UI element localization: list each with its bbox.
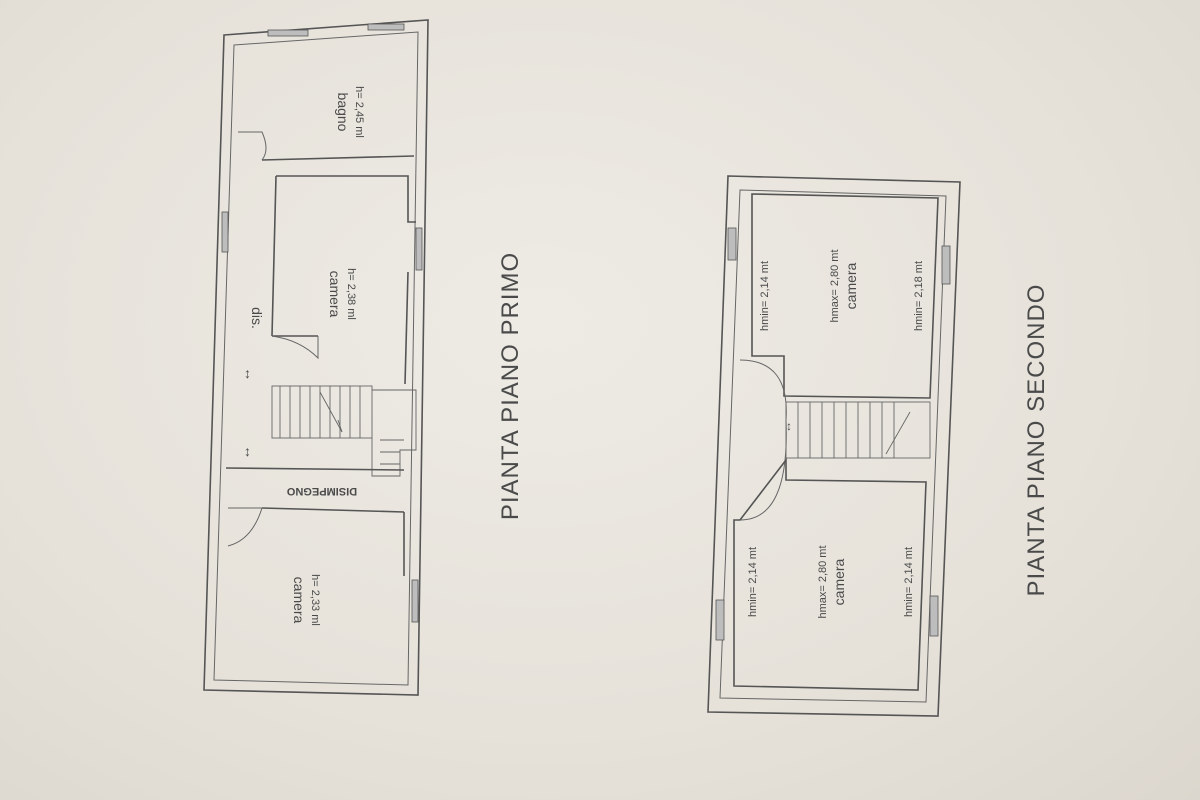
title-piano-secondo: PIANTA PIANO SECONDO xyxy=(1023,284,1050,597)
svg-text:hmin= 2,14 mt: hmin= 2,14 mt xyxy=(903,547,915,617)
svg-text:bagno: bagno xyxy=(335,93,351,132)
door-bagno xyxy=(238,131,267,161)
svg-text:hmin= 2,18 mt: hmin= 2,18 mt xyxy=(913,261,925,331)
door-disimpegno xyxy=(227,507,263,547)
outer-wall-secondo xyxy=(707,175,961,717)
wall-camera-a-right xyxy=(404,271,409,385)
label-hmin-a-right: hmin= 2,18 mt xyxy=(913,261,925,331)
window-secondo-right-2 xyxy=(929,595,939,637)
svg-text:camera: camera xyxy=(831,558,847,605)
staircase-secondo xyxy=(785,401,931,459)
svg-text:dis.: dis. xyxy=(249,307,265,329)
label-camera-a-primo: camera h= 2,38 ml xyxy=(327,268,357,320)
label-hmin-a-left: hmin= 2,14 mt xyxy=(759,261,771,331)
wall-disimpegno-top xyxy=(225,467,405,471)
svg-text:h= 2,33 ml: h= 2,33 ml xyxy=(309,574,321,626)
staircase-primo xyxy=(271,385,417,477)
svg-text:hmin= 2,14 mt: hmin= 2,14 mt xyxy=(747,547,759,617)
svg-text:hmin= 2,14 mt: hmin= 2,14 mt xyxy=(759,261,771,331)
arrow-secondo: ↕ xyxy=(786,419,792,433)
window-secondo-right-1 xyxy=(941,245,951,285)
wall-camera-a-secondo xyxy=(751,193,939,399)
label-camera-b-secondo: hmax= 2,80 mt camera xyxy=(817,545,847,618)
label-disimpegno: DISIMPEGNO xyxy=(286,485,357,497)
plan-piano-secondo: ↕ hmax= 2,80 mt camera hmin= 2,14 mt hmi… xyxy=(707,175,961,717)
wall-camera-a-left xyxy=(271,175,277,337)
outer-wall-primo xyxy=(203,19,429,696)
window-secondo-left-1 xyxy=(727,227,737,261)
inner-wall-primo xyxy=(213,31,419,686)
svg-text:hmax= 2,80 mt: hmax= 2,80 mt xyxy=(829,249,841,322)
svg-text:h= 2,38 ml: h= 2,38 ml xyxy=(345,268,357,320)
wall-disimpegno-bottom xyxy=(261,507,405,513)
plan-piano-primo: ↕ ↕ bagno h= 2,45 ml camera h= 2,38 ml d… xyxy=(203,19,429,696)
window-dis xyxy=(221,211,229,253)
svg-text:h= 2,45 ml: h= 2,45 ml xyxy=(353,86,365,138)
arrow-up-1: ↕ xyxy=(244,365,251,381)
label-bagno: bagno h= 2,45 ml xyxy=(335,86,365,138)
svg-text:camera: camera xyxy=(291,577,307,624)
svg-text:DISIMPEGNO: DISIMPEGNO xyxy=(286,485,357,497)
label-hmin-b-right: hmin= 2,14 mt xyxy=(903,547,915,617)
door-camera-a xyxy=(271,335,319,360)
window-top-right xyxy=(367,23,405,31)
title-piano-primo: PIANTA PIANO PRIMO xyxy=(497,252,524,520)
wall-bagno xyxy=(261,155,415,161)
window-camera-b xyxy=(411,579,419,623)
label-camera-a-secondo: hmax= 2,80 mt camera xyxy=(829,249,859,322)
svg-text:camera: camera xyxy=(843,262,859,309)
inner-wall-secondo xyxy=(719,189,947,703)
svg-text:hmax= 2,80 mt: hmax= 2,80 mt xyxy=(817,545,829,618)
label-dis: dis. xyxy=(249,307,265,329)
arrow-up-2: ↕ xyxy=(244,443,251,459)
landing-secondo xyxy=(739,359,787,521)
svg-text:PIANTA PIANO PRIMO: PIANTA PIANO PRIMO xyxy=(497,252,524,520)
svg-text:PIANTA PIANO SECONDO: PIANTA PIANO SECONDO xyxy=(1023,284,1050,597)
svg-text:camera: camera xyxy=(327,271,343,318)
wall-camera-a-top xyxy=(276,175,416,223)
wall-camera-b-secondo xyxy=(733,457,927,691)
window-secondo-left-2 xyxy=(715,599,725,641)
label-camera-b-primo: camera h= 2,33 ml xyxy=(291,574,321,626)
window-camera-a xyxy=(415,227,423,271)
window-top-left xyxy=(267,29,309,37)
label-hmin-b-left: hmin= 2,14 mt xyxy=(747,547,759,617)
